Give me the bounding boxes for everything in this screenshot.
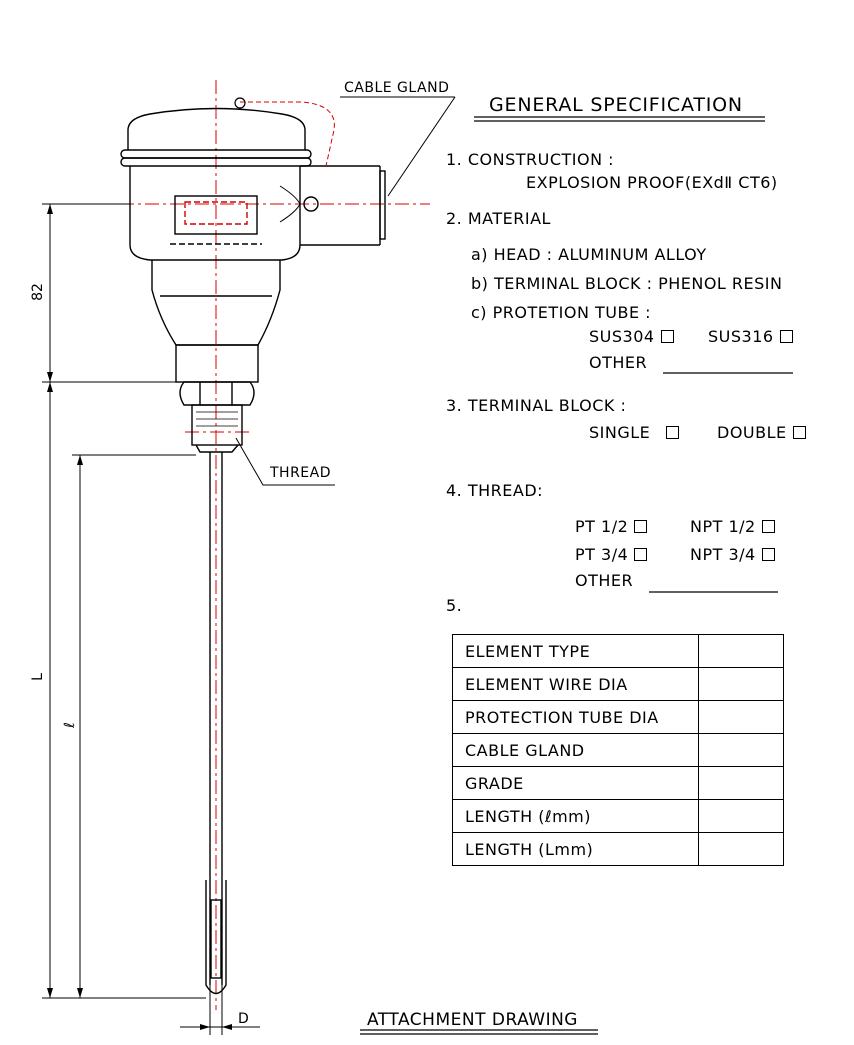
thread-other-label: OTHER	[575, 571, 634, 590]
thread-option-pt34: PT 3/4	[575, 545, 648, 564]
thread-option-pt12: PT 1/2	[575, 517, 648, 536]
material-heading: 2. MATERIAL	[446, 209, 551, 228]
tube-option-sus316-label: SUS316	[708, 327, 774, 346]
table-row: LENGTH (Lmm)	[452, 832, 784, 866]
table-row-value[interactable]	[698, 667, 784, 701]
hex-nut	[179, 381, 255, 406]
dim-82-label: 82	[30, 283, 46, 301]
table-row-value[interactable]	[698, 634, 784, 668]
material-head: a) HEAD : ALUMINUM ALLOY	[471, 245, 707, 264]
tube-tip	[205, 880, 227, 995]
tube-option-sus304-label: SUS304	[589, 327, 655, 346]
item-5-heading: 5.	[446, 596, 463, 615]
construction-value: EXPLOSION PROOF(EXdⅡ CT6)	[526, 173, 778, 192]
material-terminal: b) TERMINAL BLOCK : PHENOL RESIN	[471, 274, 783, 293]
pt12-checkbox[interactable]	[634, 520, 648, 533]
tube-option-sus316: SUS316	[708, 329, 793, 345]
thread-heading: 4. THREAD:	[446, 481, 544, 500]
tube-option-sus304: SUS304	[589, 329, 674, 345]
cable-gland-boss	[379, 170, 386, 240]
sus304-checkbox[interactable]	[660, 330, 674, 343]
terminal-option-double: DOUBLE	[717, 425, 806, 441]
dim-l-label: ℓ	[62, 722, 78, 728]
pt34-checkbox[interactable]	[634, 548, 648, 561]
neck-collar	[175, 344, 259, 383]
table-row: ELEMENT WIRE DIA	[452, 667, 784, 701]
thread-npt34-label: NPT 3/4	[690, 545, 756, 564]
table-row: ELEMENT TYPE	[452, 634, 784, 668]
attachment-drawing-title: ATTACHMENT DRAWING	[367, 1010, 578, 1030]
thread-pt34-label: PT 3/4	[575, 545, 629, 564]
cable-loop	[240, 101, 335, 167]
thread-option-npt34: NPT 3/4	[690, 547, 775, 563]
table-row-label: GRADE	[452, 766, 699, 800]
table-row-value[interactable]	[698, 766, 784, 800]
single-checkbox[interactable]	[666, 426, 680, 439]
table-row-label: LENGTH (Lmm)	[452, 832, 699, 866]
thread-section	[191, 404, 243, 446]
npt12-checkbox[interactable]	[761, 520, 775, 533]
table-row: LENGTH (ℓmm)	[452, 799, 784, 833]
table-row-value[interactable]	[698, 733, 784, 767]
dim-L-label: L	[30, 673, 46, 681]
thread-leader	[235, 437, 335, 486]
terminal-option-single: SINGLE	[589, 423, 680, 442]
thread-option-npt12: NPT 1/2	[690, 519, 775, 535]
head-cap	[127, 107, 306, 150]
terminal-double-label: DOUBLE	[717, 423, 787, 442]
cable-gland-label: CABLE GLAND	[344, 80, 450, 96]
housing-body	[129, 166, 301, 261]
thread-npt12-label: NPT 1/2	[690, 517, 756, 536]
thread-pt12-label: PT 1/2	[575, 517, 629, 536]
spec-title: GENERAL SPECIFICATION	[489, 94, 743, 116]
table-row-label: CABLE GLAND	[452, 733, 699, 767]
terminal-single-label: SINGLE	[589, 423, 651, 442]
table-row-label: LENGTH (ℓmm)	[452, 799, 699, 833]
table-row-value[interactable]	[698, 832, 784, 866]
table-row: CABLE GLAND	[452, 733, 784, 767]
table-row: GRADE	[452, 766, 784, 800]
dim-D-label: D	[238, 1011, 250, 1027]
sus316-checkbox[interactable]	[779, 330, 793, 343]
table-row-value[interactable]	[698, 700, 784, 734]
name-plate	[174, 195, 258, 235]
spec-table: ELEMENT TYPE ELEMENT WIRE DIA PROTECTION…	[452, 634, 784, 866]
thread-label: THREAD	[270, 465, 332, 481]
table-row-label: ELEMENT TYPE	[452, 634, 699, 668]
double-checkbox[interactable]	[792, 426, 806, 439]
terminal-heading: 3. TERMINAL BLOCK :	[446, 396, 627, 415]
screw-symbol	[303, 196, 319, 212]
cap-ring-2	[120, 157, 312, 167]
material-tube: c) PROTETION TUBE :	[471, 303, 652, 322]
construction-heading: 1. CONSTRUCTION :	[446, 150, 615, 169]
npt34-checkbox[interactable]	[761, 548, 775, 561]
tube-other-label: OTHER	[589, 353, 648, 372]
table-row-value[interactable]	[698, 799, 784, 833]
table-row-label: ELEMENT WIRE DIA	[452, 667, 699, 701]
table-row: PROTECTION TUBE DIA	[452, 700, 784, 734]
table-row-label: PROTECTION TUBE DIA	[452, 700, 699, 734]
